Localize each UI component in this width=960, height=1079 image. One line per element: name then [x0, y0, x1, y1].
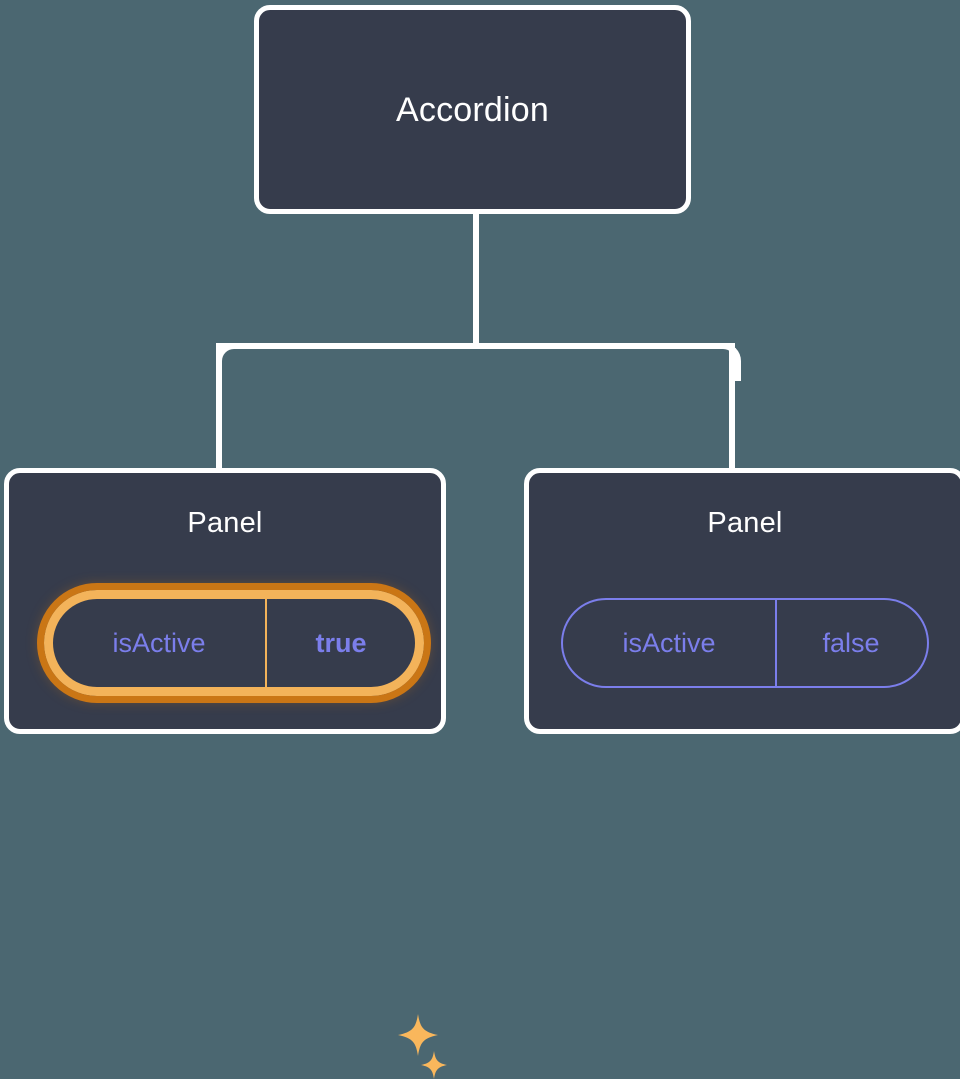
edge-horizontal-bar — [216, 343, 735, 349]
edge-drop-to-panel-2 — [729, 349, 735, 471]
component-tree-diagram: Accordion Panel isActive true Panel isAc… — [4, 5, 960, 1079]
node-accordion[interactable]: Accordion — [254, 5, 691, 214]
edge-root-to-branch — [473, 209, 479, 349]
node-panel-1[interactable]: Panel isActive true — [4, 468, 447, 1079]
node-accordion-title: Accordion — [396, 90, 549, 129]
prop-pill-panel-2[interactable]: isActive false — [561, 598, 929, 688]
sparkle-icon — [421, 1051, 447, 1079]
node-panel-1-title: Panel — [187, 507, 263, 539]
node-panel-2-title: Panel — [707, 507, 783, 539]
sparkle-icon — [398, 1014, 438, 1056]
prop-pill-panel-1[interactable]: isActive true — [37, 583, 431, 703]
edge-drop-to-panel-1 — [216, 349, 222, 471]
prop-value-panel-2: false — [775, 600, 925, 686]
prop-key-panel-1: isActive — [112, 627, 206, 658]
prop-key-panel-2: isActive — [622, 627, 716, 658]
node-panel-2[interactable]: Panel isActive false — [524, 468, 960, 734]
prop-value-panel-1: true — [265, 599, 415, 687]
